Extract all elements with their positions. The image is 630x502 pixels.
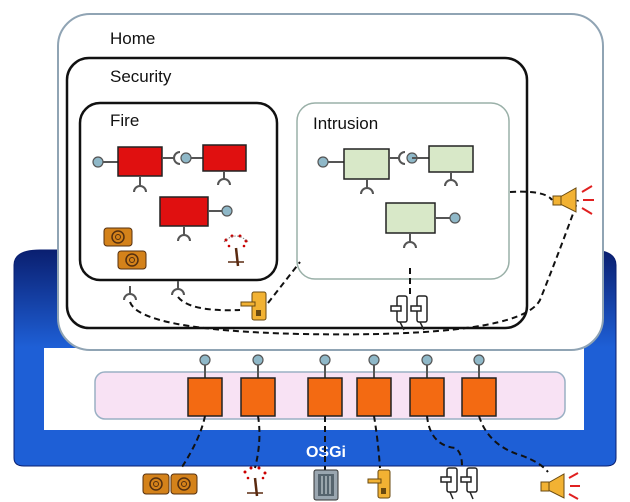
security-port-2 (171, 281, 185, 296)
osgi-label: OSGi (306, 444, 346, 461)
door-lock-icon (367, 469, 391, 499)
door-lock-icon (240, 291, 267, 321)
fire-label: Fire (110, 111, 139, 130)
intrusion-component-2 (406, 145, 474, 187)
window-sensor-icon (390, 295, 428, 331)
home-label: Home (110, 29, 155, 48)
intrusion-label: Intrusion (313, 114, 378, 133)
window-sensor-icon (440, 467, 478, 500)
sprinkler-icon (223, 234, 249, 267)
smoke-detector-icon (103, 227, 133, 247)
bundle-4 (356, 354, 392, 417)
security-port-1 (123, 286, 137, 301)
bundle-3 (307, 354, 343, 417)
fire-component-2 (180, 144, 247, 186)
device-connections (179, 415, 549, 473)
intrusion-component-3 (385, 202, 461, 249)
fire-component-1 (92, 146, 181, 193)
internal-connections (129, 190, 579, 336)
smoke-detector-icon (142, 473, 170, 495)
bundle-6 (461, 354, 497, 417)
smoke-detector-icon (170, 473, 198, 495)
security-label: Security (110, 67, 172, 86)
keypad-icon (313, 469, 339, 501)
siren-icon (540, 472, 580, 500)
smoke-detector-icon (117, 250, 147, 270)
sprinkler-icon (243, 466, 267, 497)
intrusion-component-1 (317, 148, 406, 195)
bundle-5 (409, 354, 445, 417)
bundle-2 (240, 354, 276, 417)
siren-icon (552, 185, 594, 215)
fire-component-3 (159, 196, 233, 242)
